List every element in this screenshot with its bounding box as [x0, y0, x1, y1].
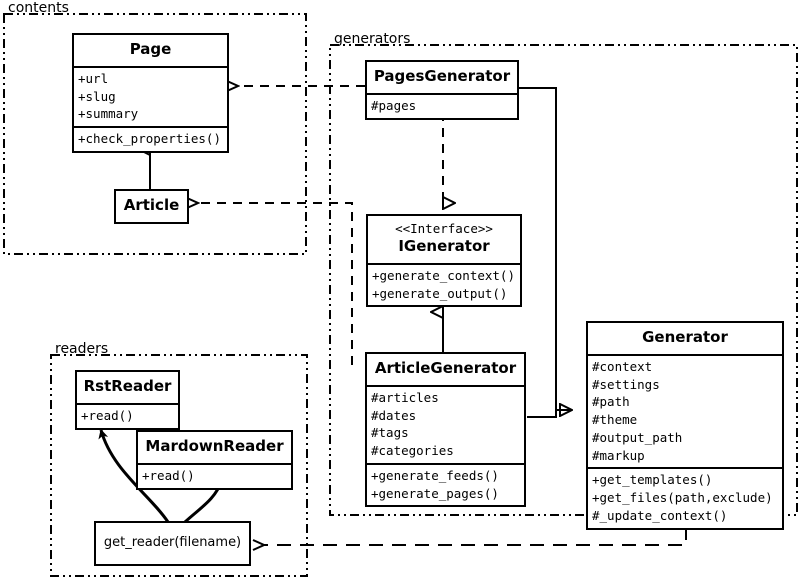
class-articlegenerator-attribute: #articles: [371, 389, 439, 405]
class-articlegenerator-title-band: ArticleGenerator: [367, 354, 524, 387]
class-generator-attribute: #theme: [592, 412, 638, 427]
class-page-methods-band: +check_properties(): [74, 128, 227, 151]
class-pagesgenerator-name: PagesGenerator: [373, 67, 511, 85]
class-page-attribute: +url: [78, 70, 109, 86]
class-page-title-band: Page: [74, 35, 227, 68]
class-page-attribute: +summary: [78, 106, 139, 122]
class-articlegenerator-methods-band: +generate_feeds() +generate_pages(): [367, 465, 524, 506]
class-box-articlegenerator[interactable]: ArticleGenerator #articles #dates #tags …: [365, 352, 526, 508]
class-generator-title-band: Generator: [588, 323, 782, 356]
class-igenerator-stereotype: <<Interface>>: [395, 221, 493, 236]
class-box-pagesgenerator[interactable]: PagesGenerator #pages: [365, 60, 519, 120]
class-page-attributes-band: +url +slug +summary: [74, 68, 227, 128]
class-pagesgenerator-title-band: PagesGenerator: [367, 62, 517, 95]
class-rstreader-method: +read(): [81, 407, 134, 423]
package-label-generators: generators: [334, 31, 411, 47]
class-mardownreader-title-band: MardownReader: [138, 432, 291, 465]
class-pagesgenerator-attributes-band: #pages: [367, 95, 517, 118]
function-get-reader-label: get_reader(filename): [103, 535, 242, 551]
class-generator-method: +get_files(path,exclude): [592, 490, 773, 505]
edge-pagesgenerator-to-generator: [519, 87, 572, 410]
class-generator-name: Generator: [642, 328, 728, 346]
class-igenerator-methods-band: +generate_context() +generate_output(): [368, 265, 520, 306]
class-generator-methods-band: +get_templates() +get_files(path,exclude…: [588, 469, 782, 527]
class-box-mardownreader[interactable]: MardownReader +read(): [136, 430, 293, 490]
class-box-page[interactable]: Page +url +slug +summary +check_properti…: [72, 33, 229, 153]
class-page-method: +check_properties(): [78, 131, 221, 146]
class-articlegenerator-method: +generate_pages(): [371, 485, 499, 501]
class-mardownreader-methods-band: +read(): [138, 465, 291, 488]
class-articlegenerator-method: +generate_feeds(): [371, 467, 499, 483]
class-article-name: Article: [123, 196, 180, 214]
class-igenerator-method: +generate_context(): [372, 267, 515, 283]
package-label-readers: readers: [55, 341, 109, 357]
class-box-article[interactable]: Article: [114, 189, 189, 224]
class-page-name: Page: [129, 40, 172, 58]
class-generator-method: #_update_context(): [592, 507, 728, 523]
class-article-title-band: Article: [116, 191, 187, 222]
class-generator-attribute: #path: [592, 394, 630, 410]
class-generator-method: +get_templates(): [592, 472, 713, 488]
class-rstreader-title-band: RstReader: [77, 372, 178, 405]
class-rstreader-methods-band: +read(): [77, 405, 178, 428]
class-box-rstreader[interactable]: RstReader +read(): [75, 370, 180, 430]
class-rstreader-name: RstReader: [83, 377, 172, 395]
class-articlegenerator-attribute: #tags: [371, 425, 409, 441]
class-generator-attribute: #context: [592, 358, 653, 374]
class-box-igenerator[interactable]: <<Interface>> IGenerator +generate_conte…: [366, 214, 522, 308]
class-generator-attribute: #markup: [592, 447, 645, 463]
function-box-get-reader[interactable]: get_reader(filename): [94, 521, 251, 566]
class-articlegenerator-attribute: #categories: [371, 443, 454, 458]
class-igenerator-title-band: <<Interface>> IGenerator: [368, 216, 520, 265]
class-igenerator-name: IGenerator: [398, 237, 490, 255]
class-generator-attribute: #output_path: [592, 429, 683, 445]
class-articlegenerator-attribute: #dates: [371, 407, 417, 423]
class-pagesgenerator-attribute: #pages: [371, 97, 417, 113]
edge-articlegenerator-to-generator: [527, 409, 572, 418]
class-box-generator[interactable]: Generator #context #settings #path #them…: [586, 321, 784, 530]
class-articlegenerator-attributes-band: #articles #dates #tags #categories: [367, 387, 524, 465]
package-label-contents: contents: [8, 0, 69, 16]
class-mardownreader-name: MardownReader: [145, 437, 284, 455]
class-generator-attributes-band: #context #settings #path #theme #output_…: [588, 356, 782, 470]
class-generator-attribute: #settings: [592, 376, 660, 392]
class-igenerator-method: +generate_output(): [372, 285, 508, 301]
edge-articlegenerator-to-article: [198, 203, 353, 365]
class-articlegenerator-name: ArticleGenerator: [374, 359, 517, 377]
class-page-attribute: +slug: [78, 88, 116, 104]
class-mardownreader-method: +read(): [142, 467, 195, 483]
